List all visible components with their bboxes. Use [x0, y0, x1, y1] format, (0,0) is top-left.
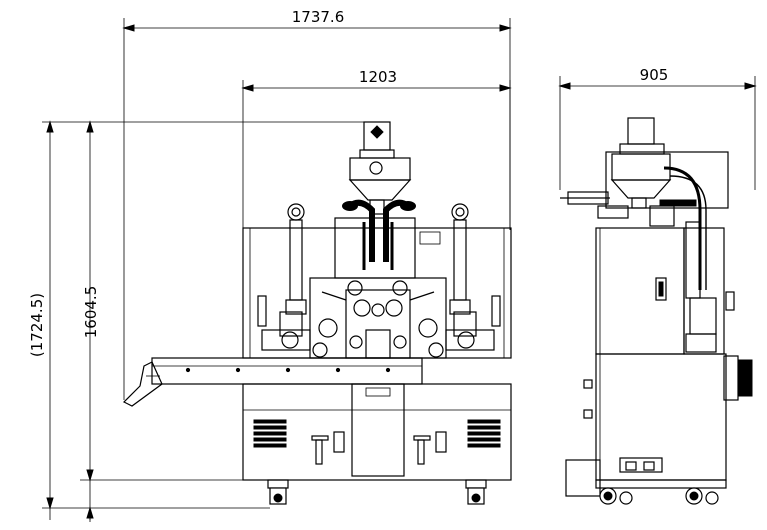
lower-cabinet — [242, 383, 512, 481]
conveyor-arm — [122, 357, 423, 407]
dim-body-width-label: 1203 — [359, 68, 397, 86]
dim-side-depth-label: 905 — [640, 66, 669, 84]
front-casters — [267, 479, 487, 505]
left-vent — [253, 419, 287, 448]
dimension-overall-height: (1724.5) — [28, 120, 372, 520]
dim-overall-width-label: 1737.6 — [292, 8, 345, 26]
right-column — [449, 203, 471, 315]
hopper-front — [348, 121, 412, 215]
right-vent — [467, 419, 501, 448]
dim-body-height-label: 1604.5 — [82, 286, 100, 339]
die-roll-assembly — [309, 277, 447, 359]
dimension-body-width: 1203 — [241, 68, 512, 230]
left-column — [285, 203, 307, 315]
dimension-body-height: 1604.5 — [80, 120, 243, 522]
dimension-overall-width: 1737.6 — [122, 8, 512, 400]
side-view — [560, 117, 753, 505]
right-mechanism — [445, 295, 501, 351]
left-mechanism — [257, 295, 311, 351]
front-view — [122, 121, 512, 505]
dim-overall-height-label: (1724.5) — [28, 293, 46, 357]
dimension-side-depth: 905 — [558, 66, 757, 190]
